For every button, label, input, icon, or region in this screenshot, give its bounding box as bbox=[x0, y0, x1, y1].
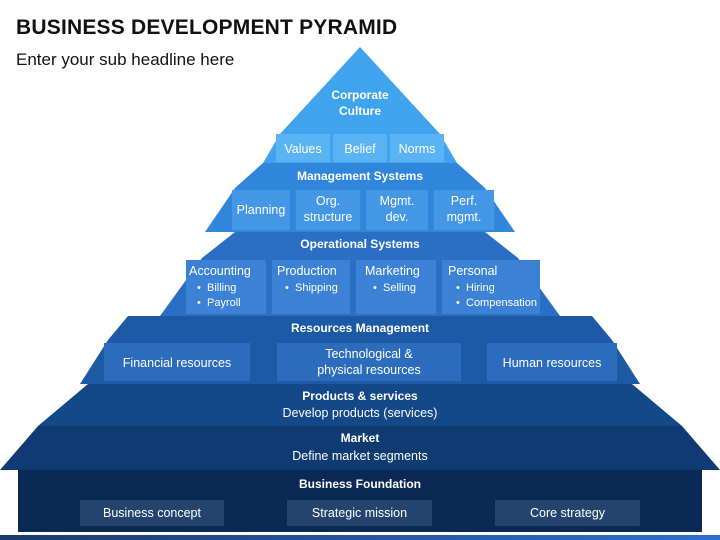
operational-group-production: Production Shipping bbox=[277, 263, 349, 296]
management-item-perf: Perf. mgmt. bbox=[446, 194, 482, 225]
management-item-planning: Planning bbox=[236, 203, 286, 217]
tier-market-band bbox=[0, 426, 720, 470]
page-title: BUSINESS DEVELOPMENT PYRAMID bbox=[16, 16, 398, 39]
management-cell-mgmt bbox=[366, 190, 428, 230]
management-cell-org bbox=[296, 190, 360, 230]
foundation-item-strategy: Core strategy bbox=[529, 506, 606, 520]
bullet-item: Shipping bbox=[285, 281, 349, 296]
tier-culture-band bbox=[280, 47, 440, 134]
bullet-item: Payroll bbox=[197, 296, 267, 311]
foundation-cell-concept bbox=[80, 500, 224, 526]
culture-item-norms: Norms bbox=[398, 142, 436, 156]
products-heading: Products & services bbox=[302, 389, 418, 403]
operational-group-name: Marketing bbox=[365, 264, 420, 278]
management-cell-perf bbox=[434, 190, 494, 230]
culture-heading: Corporate Culture bbox=[331, 88, 389, 118]
management-item-mgmt: Mgmt. dev. bbox=[379, 194, 415, 225]
operational-group-name: Personal bbox=[448, 264, 498, 278]
products-text: Develop products (services) bbox=[282, 406, 438, 420]
culture-item-belief: Belief bbox=[344, 142, 376, 156]
resources-item-tech: Technological & physical resources bbox=[317, 347, 421, 378]
operational-group-marketing: Marketing Selling bbox=[365, 263, 435, 296]
operational-group-name: Accounting bbox=[189, 264, 251, 278]
culture-item-values: Values bbox=[284, 142, 322, 156]
resources-heading: Resources Management bbox=[290, 321, 430, 335]
resources-cell-human bbox=[487, 343, 617, 381]
operational-heading: Operational Systems bbox=[300, 237, 420, 251]
culture-cell-norms bbox=[390, 134, 444, 162]
foundation-cell-mission bbox=[287, 500, 432, 526]
page-subtitle: Enter your sub headline here bbox=[16, 50, 235, 69]
management-cell-planning bbox=[232, 190, 290, 230]
bullet-item: Selling bbox=[373, 281, 435, 296]
bullet-item: Billing bbox=[197, 281, 267, 296]
tier-operational-band bbox=[202, 232, 518, 258]
foundation-item-concept: Business concept bbox=[103, 506, 201, 520]
tier-resources-band bbox=[108, 316, 612, 340]
tier-products-band bbox=[38, 384, 682, 426]
management-item-org: Org. structure bbox=[303, 194, 353, 225]
foundation-heading: Business Foundation bbox=[298, 477, 421, 491]
resources-item-human: Human resources bbox=[502, 356, 602, 370]
culture-cell-values bbox=[276, 134, 330, 162]
bullet-item: Hiring bbox=[456, 281, 542, 296]
operational-group-personal: Personal Hiring Compensation bbox=[448, 263, 542, 310]
management-heading: Management Systems bbox=[296, 169, 424, 183]
bottom-accent-bar bbox=[0, 535, 720, 540]
market-heading: Market bbox=[340, 431, 380, 445]
operational-group-accounting: Accounting Billing Payroll bbox=[189, 263, 267, 310]
bullet-item: Compensation bbox=[456, 296, 542, 311]
tier-management-band bbox=[235, 163, 485, 188]
resources-item-financial: Financial resources bbox=[122, 356, 232, 370]
resources-cell-financial bbox=[104, 343, 250, 381]
culture-cell-belief bbox=[333, 134, 387, 162]
resources-cell-tech bbox=[277, 343, 461, 381]
foundation-cell-strategy bbox=[495, 500, 640, 526]
operational-group-name: Production bbox=[277, 264, 337, 278]
market-text: Define market segments bbox=[292, 449, 428, 463]
foundation-item-mission: Strategic mission bbox=[311, 506, 408, 520]
